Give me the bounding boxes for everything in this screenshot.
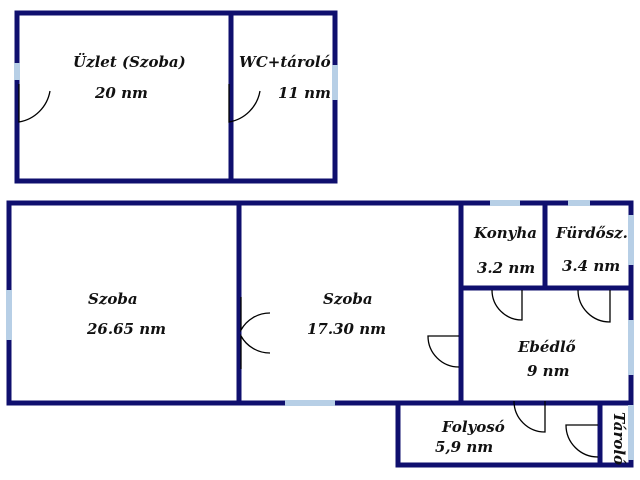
room-name-folyoso: Folyosó xyxy=(441,418,505,436)
lower-doors xyxy=(240,289,611,458)
door-szoba-double-lower xyxy=(240,333,271,369)
door-tarolo xyxy=(565,424,599,458)
room-name-wc: WC+tároló xyxy=(239,53,331,71)
door-szoba-double-upper xyxy=(240,297,271,333)
lower-outer-wall xyxy=(6,200,634,468)
room-area-uzlet: 20 nm xyxy=(94,84,148,102)
door-furdo xyxy=(577,289,611,323)
door-szoba-ebedlo xyxy=(427,335,460,368)
door-konyha xyxy=(491,289,523,321)
room-name-szoba1: Szoba xyxy=(88,290,138,308)
upper-windows xyxy=(14,63,338,100)
door-uzlet-entrance xyxy=(18,84,51,123)
room-name-uzlet: Üzlet (Szoba) xyxy=(73,52,186,71)
room-area-szoba2: 17.30 nm xyxy=(307,320,386,338)
door-ebedlo-folyoso xyxy=(513,400,546,433)
room-name-konyha: Konyha xyxy=(473,224,537,242)
room-name-szoba2: Szoba xyxy=(323,290,373,308)
room-area-szoba1: 26.65 nm xyxy=(86,320,166,338)
room-area-furdo: 3.4 nm xyxy=(562,257,620,275)
lower-windows xyxy=(6,200,634,460)
room-name-furdo: Fürdősz. xyxy=(555,224,628,242)
room-labels: Üzlet (Szoba) 20 nm WC+tároló 11 nm Szob… xyxy=(73,52,628,465)
upper-doors xyxy=(18,84,261,123)
room-area-folyoso: 5,9 nm xyxy=(435,438,493,456)
room-area-konyha: 3.2 nm xyxy=(477,259,535,277)
room-name-ebedlo: Ebédlő xyxy=(517,338,576,356)
door-wc xyxy=(228,84,261,123)
room-name-tarolo: Tároló xyxy=(610,412,628,465)
room-area-ebedlo: 9 nm xyxy=(527,362,569,380)
room-area-wc: 11 nm xyxy=(278,84,331,102)
